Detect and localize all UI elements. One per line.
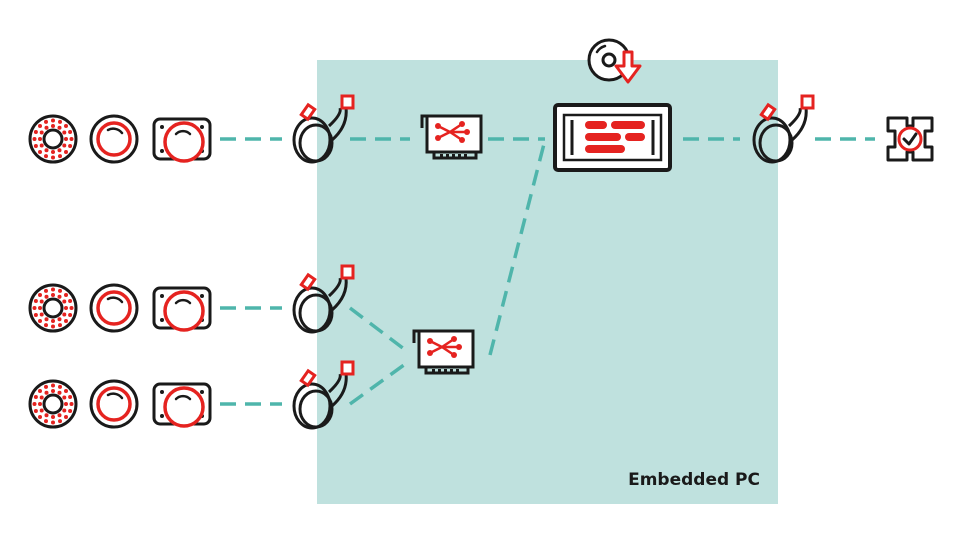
ring-light-icon [28,379,78,429]
camera-icon [152,286,212,332]
processing-unit-icon [553,103,672,172]
connector-line [348,306,410,354]
ring-light-icon [28,114,78,164]
ring-light-icon [28,283,78,333]
connector-line [488,139,547,356]
software-download-icon [587,38,642,84]
connector-lines [220,137,875,406]
lens-icon [89,114,139,164]
camera-icon [152,117,212,163]
camera-icon [152,382,212,428]
connector-line [348,360,410,406]
embedded-pc-label: Embedded PC [628,470,760,490]
lens-icon [89,283,139,333]
lens-icon [89,379,139,429]
embedded-pc-region [317,60,778,504]
frame-grabber-card-icon [420,114,483,161]
inspection-result-icon [886,116,934,162]
frame-grabber-card-icon [412,329,475,376]
